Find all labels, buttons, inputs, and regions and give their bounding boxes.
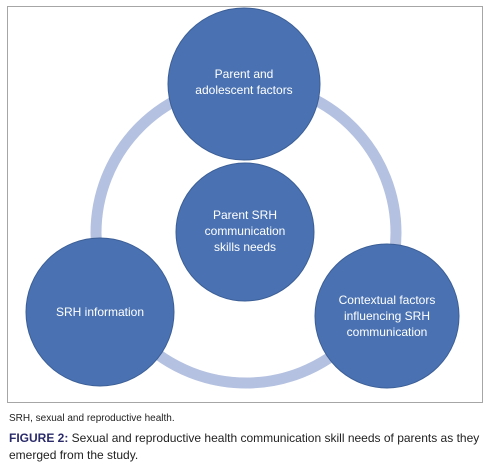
node-contextual-circle	[314, 243, 460, 389]
center-circle	[175, 162, 315, 302]
caption-text: Sexual and reproductive health communica…	[9, 431, 480, 462]
node-srh-information-circle	[25, 237, 175, 387]
node-parent-adolescent-label: Parent and adolescent factors	[195, 67, 293, 97]
figure-frame: Parent and adolescent factors Parent SRH…	[7, 6, 483, 403]
center-label: Parent SRH communication skills needs	[204, 208, 286, 254]
node-parent-adolescent-circle	[167, 7, 321, 161]
node-srh-information-label: SRH information	[55, 305, 145, 319]
figure-caption: FIGURE 2: Sexual and reproductive health…	[9, 430, 489, 464]
node-contextual-label: Contextual factors influencing SRH commu…	[338, 293, 436, 339]
cycle-diagram	[25, 7, 460, 389]
caption-label: FIGURE 2:	[9, 431, 69, 445]
footnote: SRH, sexual and reproductive health.	[9, 413, 175, 424]
